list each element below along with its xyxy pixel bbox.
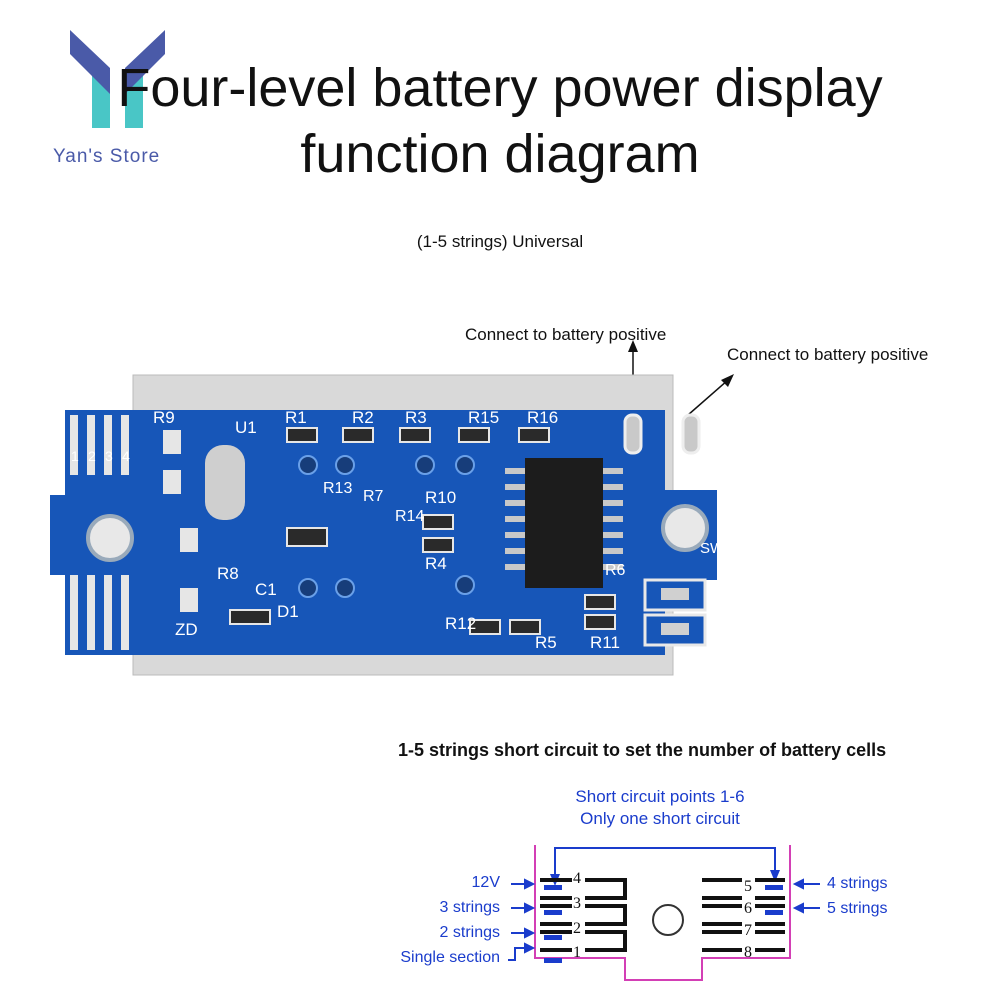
label-r3: R3 <box>405 408 427 427</box>
label-r14: R14 <box>395 508 425 525</box>
label-single-section: Single section <box>400 949 500 966</box>
pad-number-6: 6 <box>744 900 752 917</box>
subtitle: (1-5 strings) Universal <box>416 232 584 251</box>
label-r2: R2 <box>352 408 374 427</box>
label-r12: R12 <box>445 614 477 633</box>
label-r9: R9 <box>153 408 175 427</box>
label-r1: R1 <box>285 408 307 427</box>
page-title: Four-level battery power display functio… <box>0 55 1000 187</box>
title-line-2: function diagram <box>300 124 700 184</box>
label-pin1: 1 <box>71 448 79 464</box>
short-circuit-line-2: Only one short circuit <box>580 809 740 828</box>
pad-number-1: 1 <box>573 944 581 961</box>
label-r11: R11 <box>590 633 620 652</box>
label-u1: U1 <box>235 418 257 437</box>
label-pin4: 4 <box>122 448 130 464</box>
short-circuit-note: Short circuit points 1-6 Only one short … <box>520 786 800 830</box>
pad-diagram: 4 3 2 1 5 6 7 8 12V 3 strings 2 strings … <box>380 840 940 1000</box>
label-r16: R16 <box>527 408 559 427</box>
pad-number-2: 2 <box>573 920 581 937</box>
pad-number-7: 7 <box>744 922 752 939</box>
pad-number-8: 8 <box>744 944 752 961</box>
label-r7: R7 <box>363 488 384 505</box>
section-heading: 1-5 strings short circuit to set the num… <box>398 740 887 760</box>
label-r13: R13 <box>323 480 353 497</box>
label-d1: D1 <box>277 602 299 621</box>
label-4-strings: 4 strings <box>827 875 888 892</box>
label-r6: R6 <box>605 562 626 579</box>
label-2-strings: 2 strings <box>439 924 500 941</box>
callout-right: Connect to battery positive <box>727 345 929 364</box>
label-r5: R5 <box>535 633 557 652</box>
pad-number-4: 4 <box>573 870 581 887</box>
pad-number-3: 3 <box>573 895 581 912</box>
label-pin2: 2 <box>88 448 96 464</box>
short-circuit-line-1: Short circuit points 1-6 <box>575 787 745 806</box>
label-r8: R8 <box>217 564 239 583</box>
label-12v: 12V <box>471 874 500 891</box>
label-zd: ZD <box>175 620 198 639</box>
pcb-board: R9 U1 R1 R2 R3 R15 R16 R13 R7 R10 R14 R4… <box>45 330 735 690</box>
store-logo: Yan's Store <box>50 28 185 178</box>
label-r4: R4 <box>425 554 447 573</box>
pad-number-5: 5 <box>744 878 752 895</box>
label-3-strings: 3 strings <box>439 899 500 916</box>
label-r15: R15 <box>468 408 500 427</box>
label-5-strings: 5 strings <box>827 900 888 917</box>
logo-text: Yan's Store <box>53 146 161 167</box>
label-pin3: 3 <box>105 448 113 464</box>
label-r10: R10 <box>425 488 457 507</box>
label-c1: C1 <box>255 580 277 599</box>
title-line-1: Four-level battery power display <box>117 58 883 118</box>
callout-left: Connect to battery positive <box>465 325 667 344</box>
label-sw1: SW1 <box>700 540 733 557</box>
